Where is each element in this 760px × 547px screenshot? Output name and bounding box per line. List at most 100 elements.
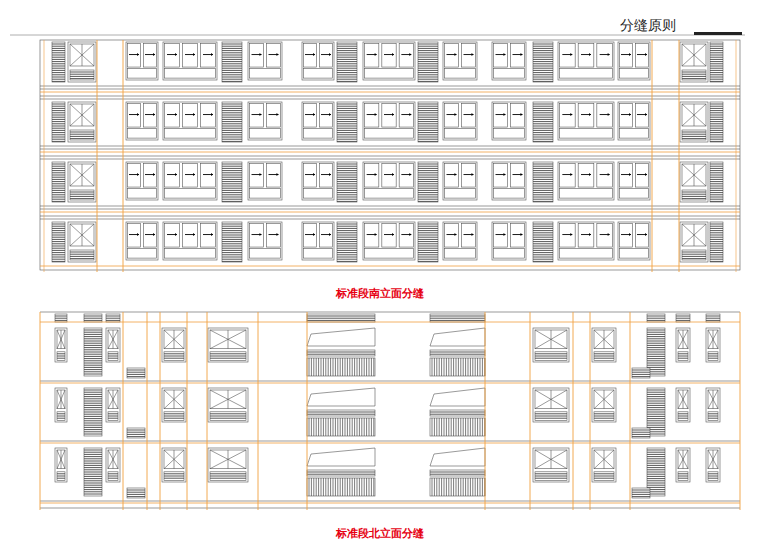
louver	[164, 472, 184, 481]
louver	[632, 428, 650, 438]
louver-slat	[710, 224, 723, 225]
louver-slat	[647, 480, 665, 481]
balcony-canopy	[307, 328, 375, 346]
drawing-line	[535, 450, 567, 469]
louver-slat	[222, 66, 242, 67]
louver-slat	[70, 136, 94, 137]
opening-arrow	[496, 54, 506, 55]
window	[55, 448, 67, 482]
louver-slat	[710, 164, 723, 165]
window-pane	[445, 44, 459, 68]
louver-slat	[164, 353, 184, 354]
louver	[533, 102, 553, 142]
rail-bar	[347, 358, 348, 376]
louver-slat	[418, 226, 438, 227]
opening-arrow	[401, 174, 411, 175]
louver-slat	[533, 228, 553, 229]
louver-slat	[710, 239, 723, 240]
window	[533, 388, 569, 422]
louver-slat	[710, 188, 723, 189]
drawing-line	[678, 390, 688, 409]
louver-slat	[337, 61, 357, 62]
louver-slat	[533, 194, 553, 195]
louver-slat	[533, 190, 553, 191]
window-pane	[636, 164, 649, 188]
joint-line	[40, 383, 740, 384]
louver-slat	[647, 316, 665, 317]
opening-arrow	[637, 174, 647, 175]
louver-slat	[706, 316, 720, 317]
arrow-head	[472, 113, 474, 116]
rail-bar	[482, 358, 483, 376]
louver-slat	[307, 316, 375, 317]
window-pane	[399, 164, 413, 188]
opening-arrow	[581, 234, 591, 235]
rail-bar	[330, 418, 331, 436]
louver-slat	[222, 172, 242, 173]
arrow-head	[645, 53, 647, 56]
louver-slat	[418, 132, 438, 133]
rail-bar	[446, 358, 447, 376]
drawing-line	[113, 450, 114, 469]
window	[248, 42, 282, 80]
opening-arrow	[145, 114, 155, 115]
arrow-head	[521, 53, 523, 56]
drawing-line	[682, 44, 706, 66]
window-pane	[597, 44, 613, 68]
louver-slat	[535, 358, 567, 359]
louver	[533, 222, 553, 262]
louver	[55, 314, 67, 322]
louver	[418, 222, 438, 262]
louver-slat	[533, 44, 553, 45]
window-panel	[620, 249, 649, 259]
window-panel	[128, 189, 157, 199]
louver-slat	[647, 356, 665, 357]
window-pane	[511, 44, 525, 68]
louver-slat	[418, 192, 438, 193]
louver-slat	[337, 252, 357, 253]
window	[126, 222, 158, 260]
louver-slat	[533, 104, 553, 105]
window-panel	[128, 129, 157, 139]
louver-slat	[710, 119, 723, 120]
louver-slat	[632, 432, 650, 433]
rail-bar	[434, 418, 435, 436]
louver-slat	[52, 201, 65, 202]
window-pane	[165, 104, 180, 128]
window-pane	[108, 330, 118, 349]
louver-slat	[710, 181, 723, 182]
window-pane	[682, 44, 706, 66]
louver-slat	[682, 252, 706, 253]
window-pane	[462, 44, 476, 68]
rail-bar	[448, 358, 449, 376]
rail-bar	[373, 358, 374, 376]
drawing-line	[694, 104, 695, 126]
louver-slat	[533, 175, 553, 176]
louver-slat	[418, 123, 438, 124]
louver-slat	[533, 130, 553, 131]
louver-slat	[84, 334, 102, 335]
drawing-line	[535, 330, 567, 349]
louver-slat	[647, 463, 665, 464]
louver-slat	[52, 132, 65, 133]
window-panel	[250, 69, 281, 79]
louver-slat	[682, 76, 706, 77]
louver-slat	[647, 332, 665, 333]
louver-slat	[84, 371, 102, 372]
louver-slat	[84, 320, 102, 321]
louver-slat	[533, 250, 553, 251]
louver-slat	[418, 170, 438, 171]
louver-slat	[52, 106, 65, 107]
louver-slat	[710, 237, 723, 238]
louver-slat	[70, 138, 94, 139]
drawing-line	[683, 390, 684, 409]
window-pane	[682, 104, 706, 126]
louver-slat	[222, 181, 242, 182]
louver-slat	[337, 179, 357, 180]
louver-slat	[647, 465, 665, 466]
arrow-head	[153, 53, 155, 56]
arrow-head	[589, 53, 591, 56]
louver	[164, 352, 184, 361]
drawing-line	[174, 450, 175, 469]
louver-slat	[533, 183, 553, 184]
